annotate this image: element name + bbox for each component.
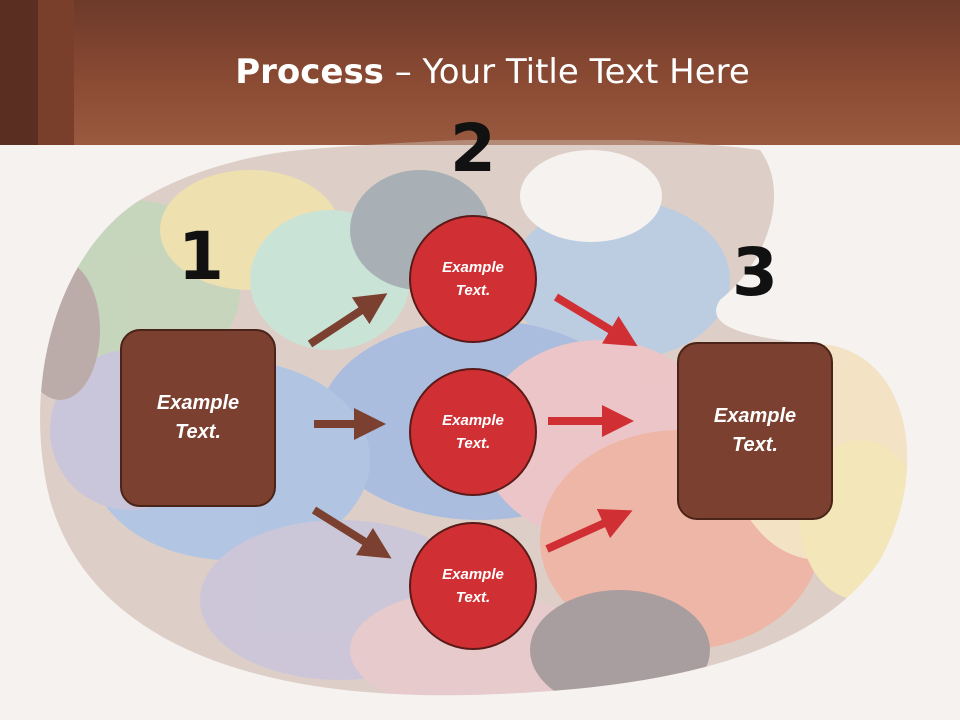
right-box: Example Text. xyxy=(677,342,833,520)
page-title: Process – Your Title Text Here xyxy=(0,52,960,92)
title-rest: – Your Title Text Here xyxy=(383,52,750,92)
arrow-top-to-right xyxy=(553,293,638,347)
step-number-1: 1 xyxy=(178,218,224,295)
right-box-label: Example Text. xyxy=(713,405,797,456)
arrow-left-to-top xyxy=(307,293,388,348)
circle-bottom: Example Text. xyxy=(409,522,537,650)
step-number-2: 2 xyxy=(450,110,496,187)
arrow-left-to-bottom xyxy=(311,506,392,559)
accent-stripe-light xyxy=(38,0,74,145)
circle-middle: Example Text. xyxy=(409,368,537,496)
circle-bottom-label: Example Text. xyxy=(442,566,504,606)
title-bar xyxy=(0,0,960,145)
circle-top-label: Example Text. xyxy=(442,259,504,299)
circle-top: Example Text. xyxy=(409,215,537,343)
left-box-label: Example Text. xyxy=(156,392,240,443)
title-bold: Process xyxy=(235,52,384,92)
step-number-3: 3 xyxy=(732,234,778,311)
circle-middle-label: Example Text. xyxy=(442,412,504,452)
arrow-bottom-to-right xyxy=(545,508,633,553)
accent-stripe-dark xyxy=(0,0,38,145)
left-box: Example Text. xyxy=(120,329,276,507)
